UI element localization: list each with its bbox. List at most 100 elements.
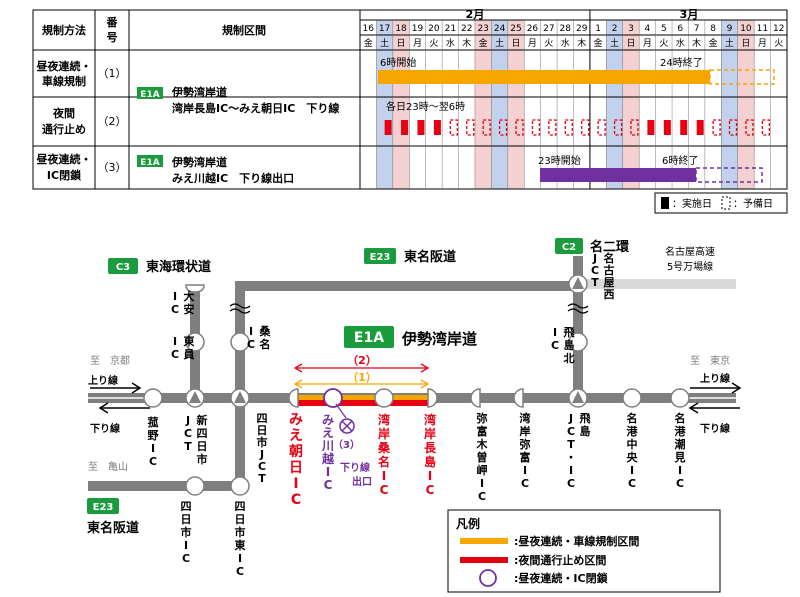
day-weekday: 火 — [659, 38, 668, 49]
odai-ic-label: I — [173, 290, 177, 303]
day-number: 22 — [461, 24, 472, 34]
odai-ic-label: 安 — [184, 302, 195, 316]
legend-item-3: :昼夜連続・IC閉鎖 — [514, 571, 609, 585]
wangan-nagashima-ic-label: C — [426, 483, 435, 497]
row1-method-b: 車線規制 — [42, 74, 86, 88]
wanganyatomi-ic-label: 弥 — [520, 437, 531, 451]
yatomikisozaki-ic-label: 曽 — [477, 450, 488, 464]
map-legend: 凡例 :昼夜連続・車線規制区間 :夜間通行止め区間 :昼夜連続・IC閉鎖 — [447, 509, 721, 593]
night-bar-reserve — [564, 119, 573, 136]
wangan-nagashima-ic-label: 長 — [424, 440, 437, 455]
yokkaichihigashi-ic-label: C — [236, 565, 244, 578]
wangan-nagashima-ic-label: 島 — [424, 454, 436, 469]
night-bar-reserve — [498, 119, 508, 136]
row3-bar-reserve — [695, 167, 763, 183]
legend-item-2: :夜間通行止め区間 — [514, 553, 606, 567]
day-number: 12 — [773, 24, 784, 34]
e23-bottom-badge — [87, 498, 119, 514]
c2-name: 名二環 — [590, 239, 630, 255]
night-bar-reserve — [581, 119, 590, 136]
row1-bar-reserve — [709, 69, 775, 85]
higashiin-ic-label: 員 — [183, 348, 195, 361]
shinyokkaichi-jct-label: 日 — [197, 440, 208, 453]
yokkaichi-ic-label: 日 — [181, 513, 192, 526]
map-legend-title: 凡例 — [456, 516, 480, 531]
day-number: 27 — [543, 24, 554, 34]
section2-label: （2） — [347, 354, 377, 367]
day-weekday: 土 — [495, 37, 504, 49]
wanganyatomi-ic-label: 湾 — [520, 411, 531, 425]
month-mar: 3月 — [680, 8, 699, 21]
tobishimakita-ic-label: 飛 — [563, 326, 575, 339]
row1-badge-e1a — [137, 87, 163, 99]
night-bar-actual — [417, 120, 425, 135]
day-number: 21 — [445, 24, 456, 34]
wanganyatomi-ic-label: C — [521, 477, 529, 490]
kuwana-ic-label: I — [249, 325, 253, 338]
row3-method-b: IC閉鎖 — [47, 168, 82, 182]
row3-end-label: 6時終了 — [662, 154, 698, 167]
mieasahi-ic-label: 日 — [289, 460, 303, 476]
e1a-badge-text: E1A — [354, 330, 384, 346]
down-line-left: 下り線 — [90, 422, 120, 435]
section1-label: （1） — [347, 371, 377, 384]
komono-ic-node — [143, 388, 163, 408]
row1-number: （1） — [98, 67, 127, 80]
row3-section-a: 伊勢湾岸道 — [171, 155, 227, 169]
day-number: 4 — [645, 24, 651, 34]
day-number: 18 — [395, 24, 407, 34]
nagoyanishi-jct-label: 屋 — [604, 276, 615, 289]
meikoshiomi-ic-label: 名 — [675, 411, 686, 425]
day-number: 28 — [560, 24, 572, 34]
yokkaichi-ic-label: 四 — [181, 500, 192, 513]
row3-section-b: みえ川越IC 下り線出口 — [172, 171, 294, 185]
day-number: 29 — [576, 24, 588, 34]
day-number: 3 — [628, 24, 634, 34]
wangan-kuwana-ic-label: 桑 — [378, 441, 391, 455]
yokkaichi-ic-label: 市 — [181, 525, 192, 539]
row3-start-label: 23時開始 — [538, 154, 581, 167]
day-weekday: 月 — [528, 38, 537, 49]
night-bar-actual — [647, 120, 655, 135]
wanganyatomi-ic-label: I — [523, 464, 527, 477]
tobishima-jct-label: I — [569, 464, 573, 477]
row1-section-b: 湾岸長島IC～みえ朝日IC 下り線 — [172, 101, 339, 115]
miekawagoe-ic-label: C — [324, 478, 333, 492]
section1-overlay — [292, 395, 428, 400]
miekawagoe-ic-node — [323, 388, 343, 408]
schedule-table: 16金17土18日19月20火21水22木23金24土25日26月27火28水2… — [32, 8, 788, 190]
meikochuo-ic-label: 中 — [627, 437, 638, 451]
nagoyanishi-jct-label: 古 — [604, 263, 615, 277]
row3-badge-text: E1A — [140, 158, 159, 168]
day-number: 26 — [527, 24, 539, 34]
meikoshiomi-ic-label: 見 — [674, 451, 686, 464]
legend-actual-label: ：実施日 — [672, 197, 712, 210]
e23-bottom-badge-text: E23 — [93, 502, 114, 513]
kuwana-ic-label: 名 — [260, 337, 271, 351]
meikochuo-ic-node — [622, 388, 642, 408]
day-number: 7 — [694, 24, 700, 34]
day-weekday: 金 — [364, 37, 373, 49]
row2-method-a: 夜間 — [52, 106, 75, 120]
exit-label-a: 下り線 — [340, 461, 370, 474]
meikochuo-ic-label: 港 — [627, 424, 639, 438]
legend-orange-swatch — [460, 538, 508, 544]
day-number: 1 — [595, 24, 601, 34]
shinyokkaichi-jct-label: J — [185, 414, 190, 427]
day-weekday: 日 — [512, 38, 521, 49]
night-bar-reserve — [597, 119, 606, 136]
tobishimakita-ic-label: 島 — [564, 338, 575, 352]
yatomikisozaki-ic-label: 岬 — [477, 463, 488, 477]
row3-method-a: 昼夜連続・ — [36, 152, 92, 166]
row2-method-b: 通行止め — [42, 122, 86, 136]
night-bar-reserve — [515, 119, 524, 136]
yokkaichihigashi-ic-label: 東 — [235, 538, 247, 552]
wangan-kuwana-ic-label: I — [382, 469, 386, 483]
day-number: 19 — [412, 24, 424, 34]
c2-badge-text: C2 — [562, 242, 576, 253]
higashiin-ic-label: I — [173, 335, 177, 348]
miekawagoe-ic-label: I — [326, 465, 330, 479]
day-number: 5 — [661, 24, 667, 34]
wanganyatomi-ic-label: 岸 — [520, 424, 531, 438]
mieasahi-ic-label: み — [289, 412, 303, 428]
